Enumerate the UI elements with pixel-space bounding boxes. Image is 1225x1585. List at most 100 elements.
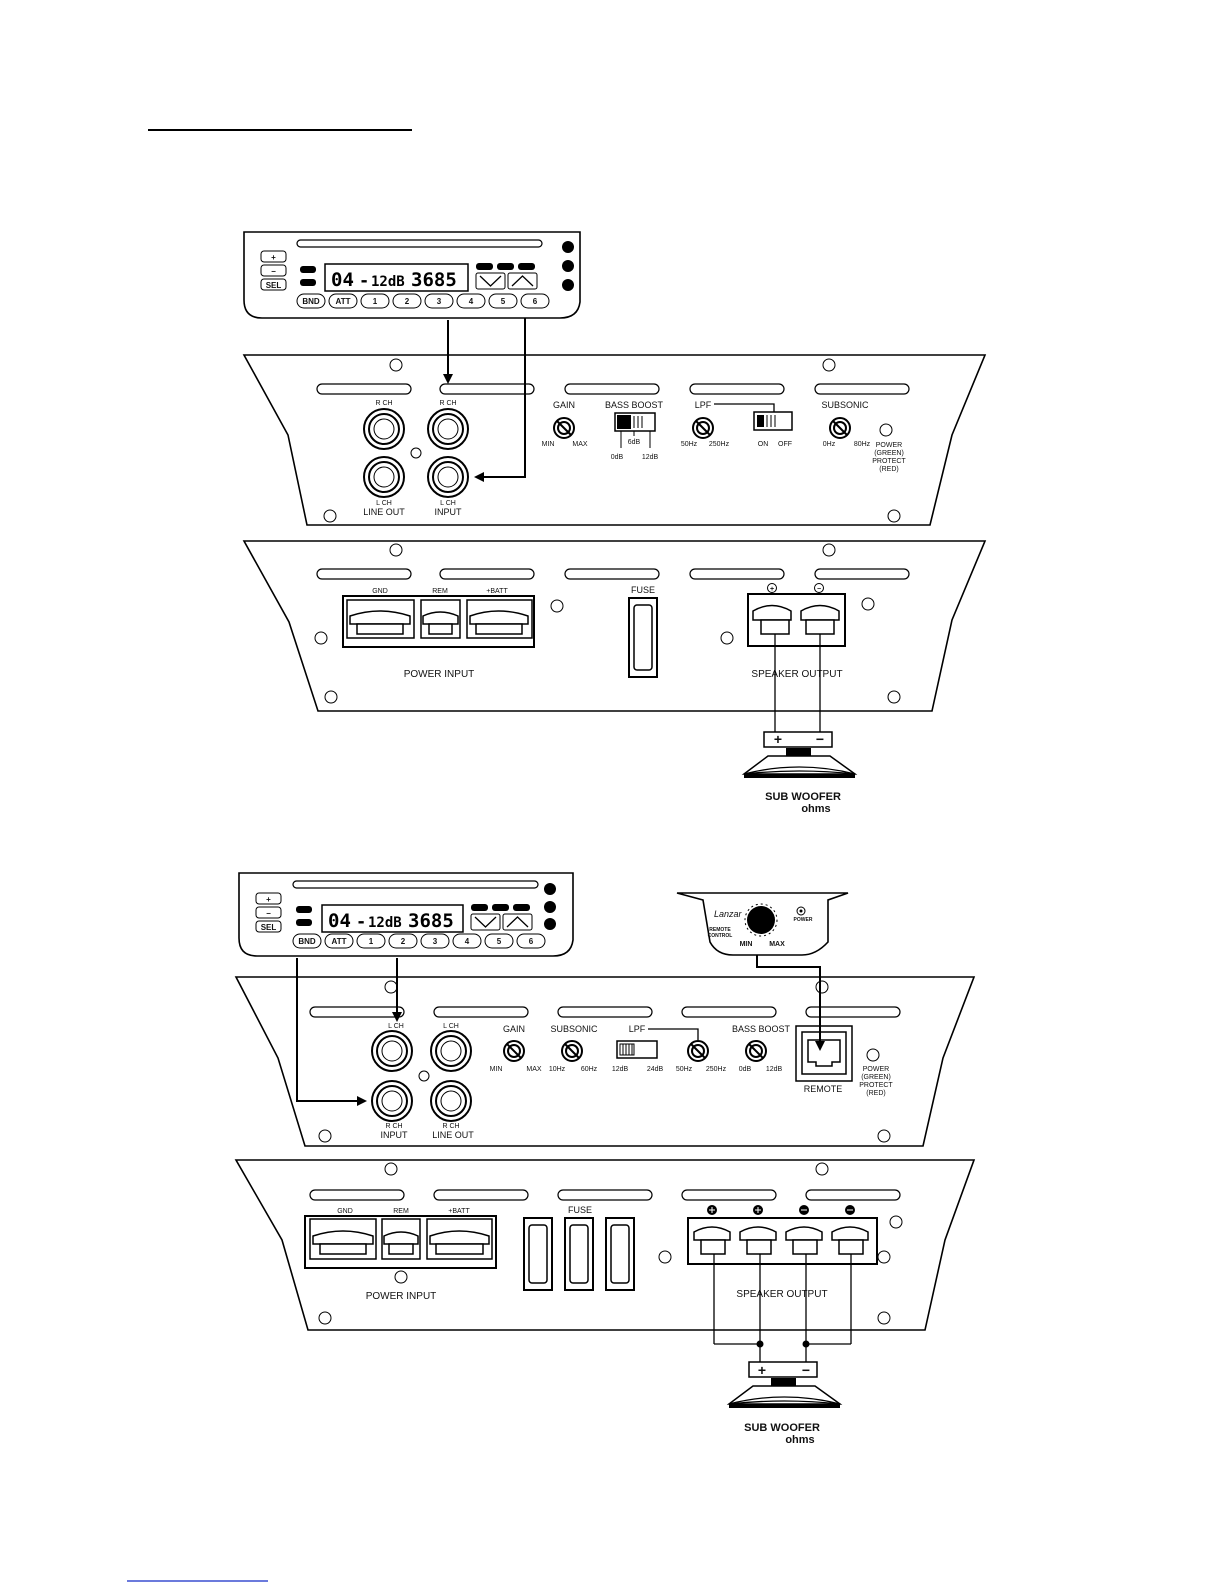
speaker-terminal-block-1 [747,583,846,647]
select-button-2[interactable]: SEL [261,923,277,932]
lpf-label-2: LPF [629,1024,646,1034]
sub-minus-label-2: − [802,1362,810,1378]
band-button[interactable]: BND [302,297,320,306]
subsonic-max-label-2: 60Hz [581,1066,598,1073]
preset-5-button[interactable]: 5 [501,297,506,306]
preset-3-button[interactable]: 3 [437,297,442,306]
lpf-knob[interactable] [692,417,714,439]
fuse-label: FUSE [631,585,655,595]
radio-display-2 [321,904,464,933]
preset-5-button-2[interactable]: 5 [497,937,502,946]
seek-up-button[interactable] [507,272,538,290]
preset-3-button-2[interactable]: 3 [433,937,438,946]
volume-down-button[interactable]: − [271,267,276,276]
preset-1-button-2[interactable]: 1 [369,937,374,946]
bass-boost-0db-label: 0dB [611,454,624,461]
preset-4-button-2[interactable]: 4 [465,937,470,946]
gnd-label-2: GND [337,1208,353,1215]
att-button[interactable]: ATT [336,297,351,306]
fuses-2 [523,1217,635,1291]
bass-boost-label: BASS BOOST [605,400,664,410]
radio-display [324,263,469,292]
signal-wires-2 [296,955,825,1106]
preset-2-button-2[interactable]: 2 [401,937,406,946]
speaker-output-label: SPEAKER OUTPUT [751,669,842,680]
bass-boost-switch[interactable] [614,412,656,448]
display-freq: 3685 [411,269,457,291]
seek-up-button-2[interactable] [502,913,533,931]
preset-6-button-2[interactable]: 6 [529,937,534,946]
speaker-plus-label: + [770,586,774,593]
subwoofer-label-2: SUB WOOFER [744,1422,820,1434]
bass-boost-12db-label: 12dB [642,454,659,461]
amp-front-panel-1: R CH R CH L CH L CH LINE OUT INPUT GAIN … [242,354,987,526]
subwoofer-ohms-label-2: ohms [785,1434,814,1446]
fuse-1 [628,597,658,678]
bass-boost-min-label: 0dB [739,1066,752,1073]
led-label-green: (GREEN) [874,450,904,457]
led-label-protect-2: PROTECT [859,1082,893,1089]
subwoofer-label: SUB WOOFER [765,791,841,803]
gain-label-2: GAIN [503,1024,525,1034]
lpf-max-label-2: 250Hz [706,1066,727,1073]
fuse-label-2: FUSE [568,1205,592,1215]
power-terminal-block-2 [304,1215,497,1269]
sub-plus-label-2: + [758,1362,766,1378]
head-unit-2: + − SEL 04 - 12dB 3685 BND ATT 1 2 3 [238,872,574,957]
display-track-2: 04 [328,910,351,932]
select-button[interactable]: SEL [266,281,282,290]
lpf-slope-switch[interactable] [616,1040,658,1059]
power-input-label: POWER INPUT [404,669,475,680]
lpf-slope-min-label: 12dB [612,1066,629,1073]
line-out-l-label-2: L CH [443,1023,459,1030]
preset-buttons-2: BND ATT 1 2 3 4 5 6 [292,933,546,949]
input-l-label: L CH [440,500,456,507]
volume-up-button-2[interactable]: + [266,895,271,904]
speaker-minus-label: − [817,586,821,593]
preset-1-button[interactable]: 1 [373,297,378,306]
gain-knob-2[interactable] [503,1040,525,1062]
subwoofer-ohms-label: ohms [801,803,830,815]
subsonic-max-label: 80Hz [854,441,871,448]
signal-wires-1 [443,318,526,482]
lpf-min-label: 50Hz [681,441,698,448]
subsonic-knob[interactable] [829,417,851,439]
volume-down-button-2[interactable]: − [266,909,271,918]
lpf-label: LPF [695,400,712,410]
remote-min-label: MIN [740,941,753,948]
att-button-2[interactable]: ATT [332,937,347,946]
amp-front-panel-2: L CH L CH R CH R CH INPUT LINE OUT GAIN … [234,976,976,1147]
line-out-r-label-2: R CH [442,1123,459,1130]
line-out-r-label: R CH [375,400,392,407]
subwoofer-2 [726,1361,843,1408]
speaker-terminal-block-2 [687,1205,878,1265]
bass-boost-knob[interactable] [745,1040,767,1062]
gain-min-label-2: MIN [490,1066,503,1073]
remote-jack[interactable] [795,1025,853,1082]
power-led-2 [866,1048,880,1062]
preset-2-button[interactable]: 2 [405,297,410,306]
lpf-on-off-switch[interactable] [753,411,793,431]
input-label-2: INPUT [381,1130,409,1140]
preset-4-button[interactable]: 4 [469,297,474,306]
remote-power-label: POWER [794,917,813,923]
rca-jacks-2 [371,1030,472,1122]
lpf-off-label: OFF [778,441,792,448]
preset-6-button[interactable]: 6 [533,297,538,306]
amp-rear-panel-1: GND REM +BATT POWER INPUT FUSE + − SPEAK… [242,540,987,712]
volume-up-button[interactable]: + [271,253,276,262]
lpf-knob-2[interactable] [687,1040,709,1062]
gain-knob[interactable] [553,417,575,439]
line-out-label-2: LINE OUT [432,1130,474,1140]
band-button-2[interactable]: BND [298,937,316,946]
remote-knob[interactable] [744,903,778,937]
remote-control-label: CONTROL [708,933,733,939]
display-dash: - [359,271,369,291]
batt-label-2: +BATT [448,1208,470,1215]
gain-max-label-2: MAX [526,1066,542,1073]
bass-boost-max-label: 12dB [766,1066,783,1073]
bass-boost-6db-label: 6dB [628,439,641,446]
subsonic-knob-2[interactable] [561,1040,583,1062]
input-label: INPUT [435,507,463,517]
